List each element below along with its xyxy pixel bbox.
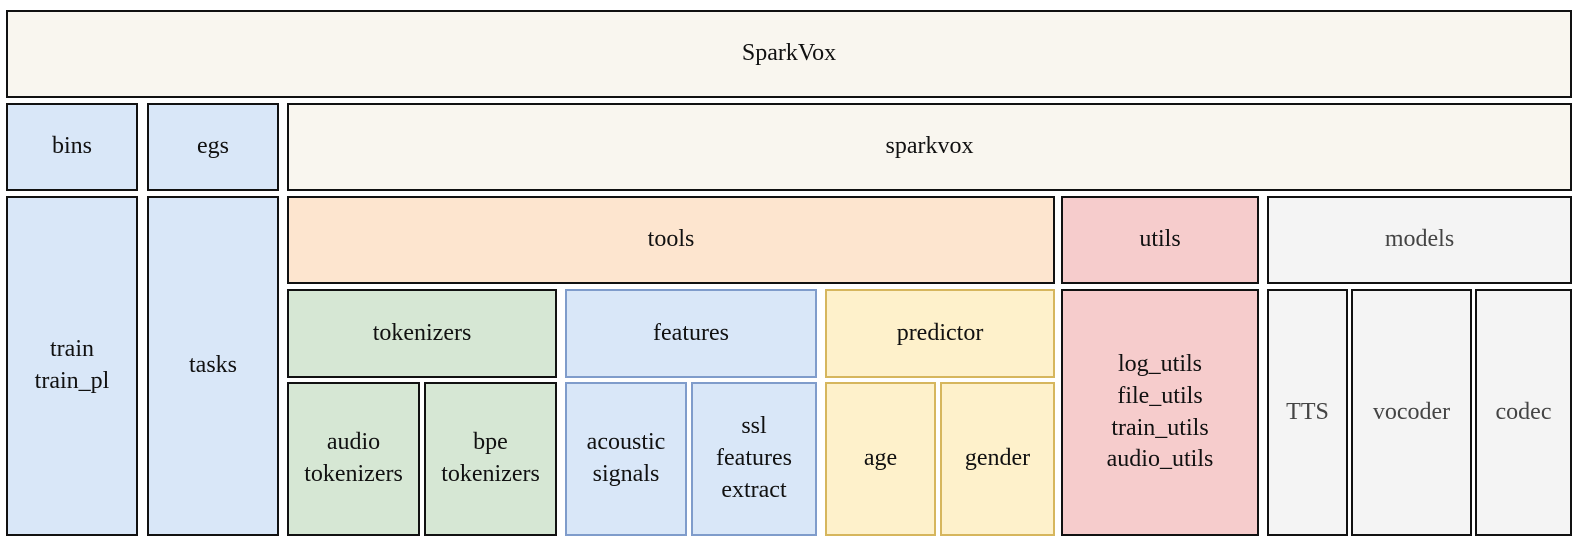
bins-label: bins xyxy=(51,133,92,160)
age-label: age xyxy=(863,445,898,472)
utils-contents-node: log_utils file_utils train_utils audio_u… xyxy=(1061,289,1259,536)
tools-node: tools xyxy=(287,196,1055,284)
acoustic-signals-node: acoustic signals xyxy=(565,382,687,536)
utils-node: utils xyxy=(1061,196,1259,284)
ssl-features-extract-label: ssl features extract xyxy=(716,413,792,503)
vocoder-node: vocoder xyxy=(1351,289,1472,536)
bins-contents-label: train train_pl xyxy=(34,336,110,394)
utils-contents-label: log_utils file_utils train_utils audio_u… xyxy=(1106,351,1214,473)
features-node: features xyxy=(565,289,817,378)
audio-tokenizers-node: audio tokenizers xyxy=(287,382,420,536)
predictor-node: predictor xyxy=(825,289,1055,378)
tokenizers-node: tokenizers xyxy=(287,289,557,378)
age-node: age xyxy=(825,382,936,536)
sparkvox-package-label: sparkvox xyxy=(885,133,974,160)
egs-contents-label: tasks xyxy=(189,352,237,379)
egs-contents-node: tasks xyxy=(147,196,279,536)
utils-label: utils xyxy=(1139,226,1181,253)
models-node: models xyxy=(1267,196,1572,284)
codec-label: codec xyxy=(1495,398,1552,425)
sparkvox-root-label: SparkVox xyxy=(741,40,837,67)
acoustic-signals-label: acoustic signals xyxy=(586,429,666,487)
models-label: models xyxy=(1384,226,1455,253)
vocoder-label: vocoder xyxy=(1372,398,1451,425)
egs-label: egs xyxy=(197,133,229,160)
tts-node: TTS xyxy=(1267,289,1348,536)
egs-node: egs xyxy=(147,103,279,191)
codec-node: codec xyxy=(1475,289,1572,536)
sparkvox-package-node: sparkvox xyxy=(287,103,1572,191)
sparkvox-root-node: SparkVox xyxy=(6,10,1572,98)
bpe-tokenizers-node: bpe tokenizers xyxy=(424,382,557,536)
ssl-features-extract-node: ssl features extract xyxy=(691,382,817,536)
tools-label: tools xyxy=(647,226,695,253)
bins-node: bins xyxy=(6,103,138,191)
bpe-tokenizers-label: bpe tokenizers xyxy=(441,429,540,487)
bins-contents-node: train train_pl xyxy=(6,196,138,536)
tokenizers-label: tokenizers xyxy=(372,319,472,346)
predictor-label: predictor xyxy=(896,319,984,346)
gender-node: gender xyxy=(940,382,1055,536)
gender-label: gender xyxy=(964,445,1031,472)
audio-tokenizers-label: audio tokenizers xyxy=(304,429,403,487)
tts-label: TTS xyxy=(1286,398,1329,425)
features-label: features xyxy=(653,319,729,346)
